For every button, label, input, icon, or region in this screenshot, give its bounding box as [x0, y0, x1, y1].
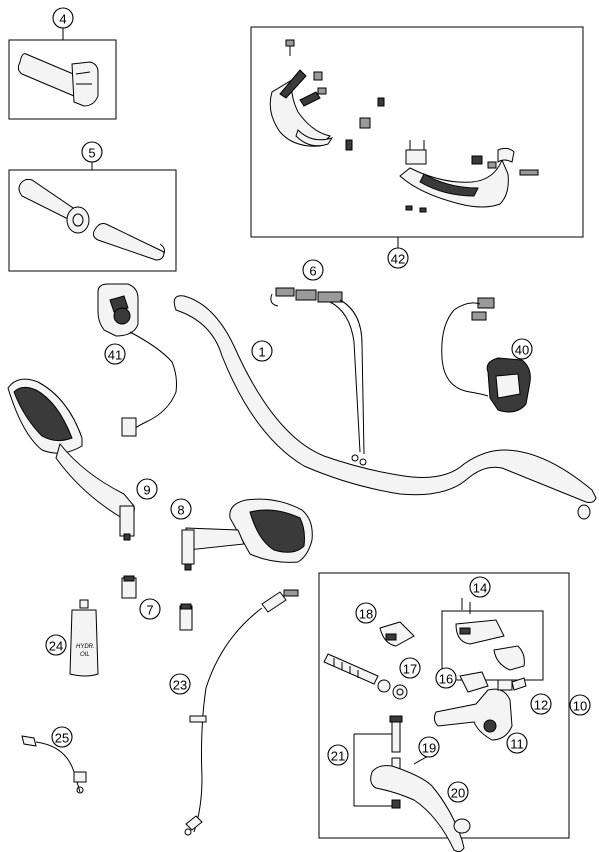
svg-text:12: 12	[534, 698, 548, 713]
part-throttle-cables: 6	[270, 259, 367, 466]
part-throttle-grip-group: 4	[8, 7, 117, 120]
callout-25: 25	[51, 726, 73, 748]
callout-19: 19	[418, 736, 440, 758]
svg-text:42: 42	[391, 252, 405, 267]
svg-text:4: 4	[59, 12, 66, 27]
callout-7: 7	[139, 598, 161, 620]
callout-17: 17	[399, 657, 421, 679]
bottle-label-line1: HYDR.	[76, 644, 95, 650]
part-mirror-adapters: 7	[121, 575, 193, 631]
callout-20: 20	[447, 781, 469, 803]
svg-text:5: 5	[88, 146, 95, 161]
part-right-mirror: 8	[170, 498, 313, 571]
svg-text:11: 11	[510, 737, 524, 752]
svg-text:41: 41	[108, 348, 122, 363]
bottle-label-line2: OIL	[80, 652, 90, 658]
svg-text:25: 25	[55, 731, 69, 746]
callout-10: 10	[569, 694, 591, 716]
part-grips-group: 5	[8, 141, 177, 272]
part-right-switch: 40	[441, 297, 533, 413]
svg-text:8: 8	[177, 503, 184, 518]
callout-23: 23	[169, 673, 191, 695]
part-clutch-line: 23	[169, 589, 299, 836]
svg-text:18: 18	[359, 607, 373, 622]
callout-12: 12	[530, 693, 552, 715]
svg-text:21: 21	[331, 749, 345, 764]
part-clutch-master-cylinder-group: 14 18 17 16 12	[318, 572, 591, 852]
callout-6: 6	[302, 259, 324, 281]
callout-41: 41	[104, 343, 126, 365]
part-handlebar: 1	[173, 295, 597, 520]
callout-9: 9	[136, 478, 158, 500]
callout-42: 42	[387, 247, 409, 269]
part-left-mirror: 9	[7, 378, 158, 541]
callout-24: 24	[45, 634, 67, 656]
part-sensor-cable: 25	[21, 726, 87, 794]
callout-8: 8	[170, 498, 192, 520]
callout-40: 40	[511, 338, 533, 360]
frame-part-4	[8, 39, 117, 120]
callout-18: 18	[355, 602, 377, 624]
callout-16: 16	[435, 667, 457, 689]
callout-11: 11	[506, 732, 528, 754]
svg-text:19: 19	[422, 741, 436, 756]
part-hand-guard-group: 42	[250, 26, 584, 269]
callout-14: 14	[469, 576, 491, 598]
part-hydraulic-oil-bottle: HYDR. OIL 24	[45, 599, 99, 677]
svg-text:14: 14	[473, 581, 487, 596]
svg-text:10: 10	[573, 699, 587, 714]
frame-part-42	[250, 26, 584, 238]
svg-text:1: 1	[258, 345, 265, 360]
callout-4: 4	[52, 7, 74, 29]
callout-21: 21	[327, 744, 349, 766]
svg-text:24: 24	[49, 639, 63, 654]
part-left-switch: 41	[97, 283, 177, 437]
svg-text:40: 40	[515, 343, 529, 358]
callout-5: 5	[81, 141, 103, 163]
frame-part-5	[8, 169, 177, 272]
svg-text:23: 23	[173, 678, 187, 693]
svg-text:16: 16	[439, 672, 453, 687]
svg-text:7: 7	[146, 603, 153, 618]
callout-1: 1	[251, 340, 273, 362]
svg-text:6: 6	[309, 264, 316, 279]
svg-text:9: 9	[143, 483, 150, 498]
svg-text:17: 17	[403, 662, 417, 677]
svg-text:20: 20	[451, 786, 465, 801]
